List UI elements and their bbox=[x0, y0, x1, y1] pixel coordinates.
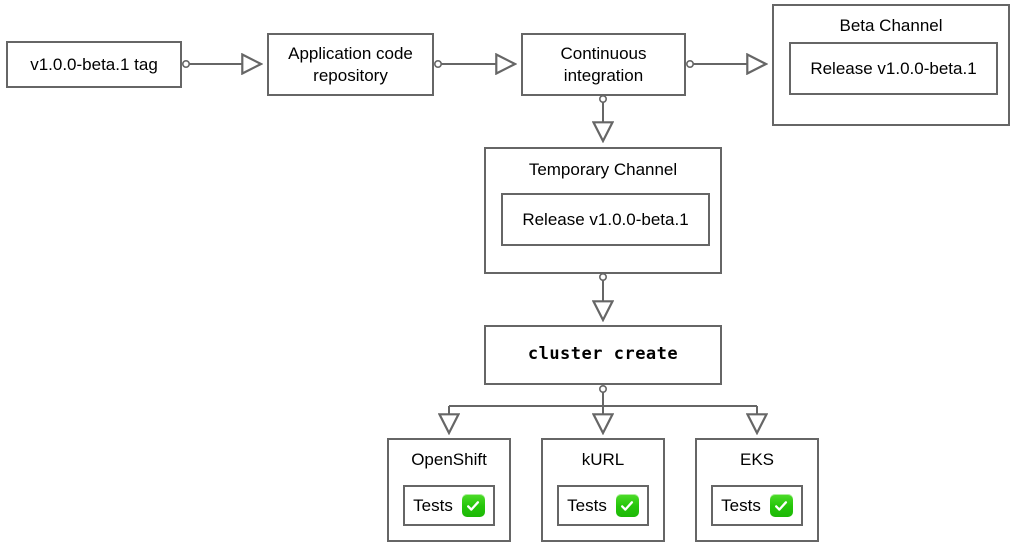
node-application-code-repository-label: Application code repository bbox=[288, 44, 413, 85]
group-openshift-title: OpenShift bbox=[411, 450, 487, 469]
eks-tests-label: Tests bbox=[721, 495, 761, 515]
check-mark-button-icon bbox=[615, 494, 639, 517]
group-beta-channel-title: Beta Channel bbox=[839, 16, 943, 35]
temporary-channel-release-label: Release v1.0.0-beta.1 bbox=[522, 209, 689, 229]
group-temporary-channel-title: Temporary Channel bbox=[528, 160, 678, 179]
eks-tests-box[interactable]: Tests bbox=[711, 485, 803, 526]
openshift-tests-label: Tests bbox=[413, 495, 453, 515]
check-mark-button-icon bbox=[461, 494, 485, 517]
temporary-channel-release-box[interactable]: Release v1.0.0-beta.1 bbox=[501, 193, 710, 246]
node-application-code-repository[interactable]: Application code repository bbox=[267, 33, 434, 96]
group-temporary-channel[interactable]: Temporary Channel Release v1.0.0-beta.1 bbox=[484, 147, 722, 274]
kurl-tests-box[interactable]: Tests bbox=[557, 485, 649, 526]
beta-channel-release-box[interactable]: Release v1.0.0-beta.1 bbox=[789, 42, 998, 95]
node-cluster-create-command[interactable]: cluster create bbox=[484, 325, 722, 385]
group-beta-channel[interactable]: Beta Channel Release v1.0.0-beta.1 bbox=[772, 4, 1010, 126]
group-eks[interactable]: EKS Tests bbox=[695, 438, 819, 542]
check-mark-button-icon bbox=[769, 494, 793, 517]
node-version-tag[interactable]: v1.0.0-beta.1 tag bbox=[6, 41, 182, 88]
group-kurl-title: kURL bbox=[581, 450, 625, 469]
beta-channel-release-label: Release v1.0.0-beta.1 bbox=[810, 58, 977, 78]
group-openshift[interactable]: OpenShift Tests bbox=[387, 438, 511, 542]
node-continuous-integration-label: Continuous integration bbox=[560, 44, 647, 85]
node-version-tag-label: v1.0.0-beta.1 tag bbox=[30, 54, 158, 74]
node-continuous-integration[interactable]: Continuous integration bbox=[521, 33, 686, 96]
group-eks-title: EKS bbox=[739, 450, 775, 469]
kurl-tests-label: Tests bbox=[567, 495, 607, 515]
group-kurl[interactable]: kURL Tests bbox=[541, 438, 665, 542]
node-cluster-create-command-label: cluster create bbox=[527, 344, 679, 365]
openshift-tests-box[interactable]: Tests bbox=[403, 485, 495, 526]
